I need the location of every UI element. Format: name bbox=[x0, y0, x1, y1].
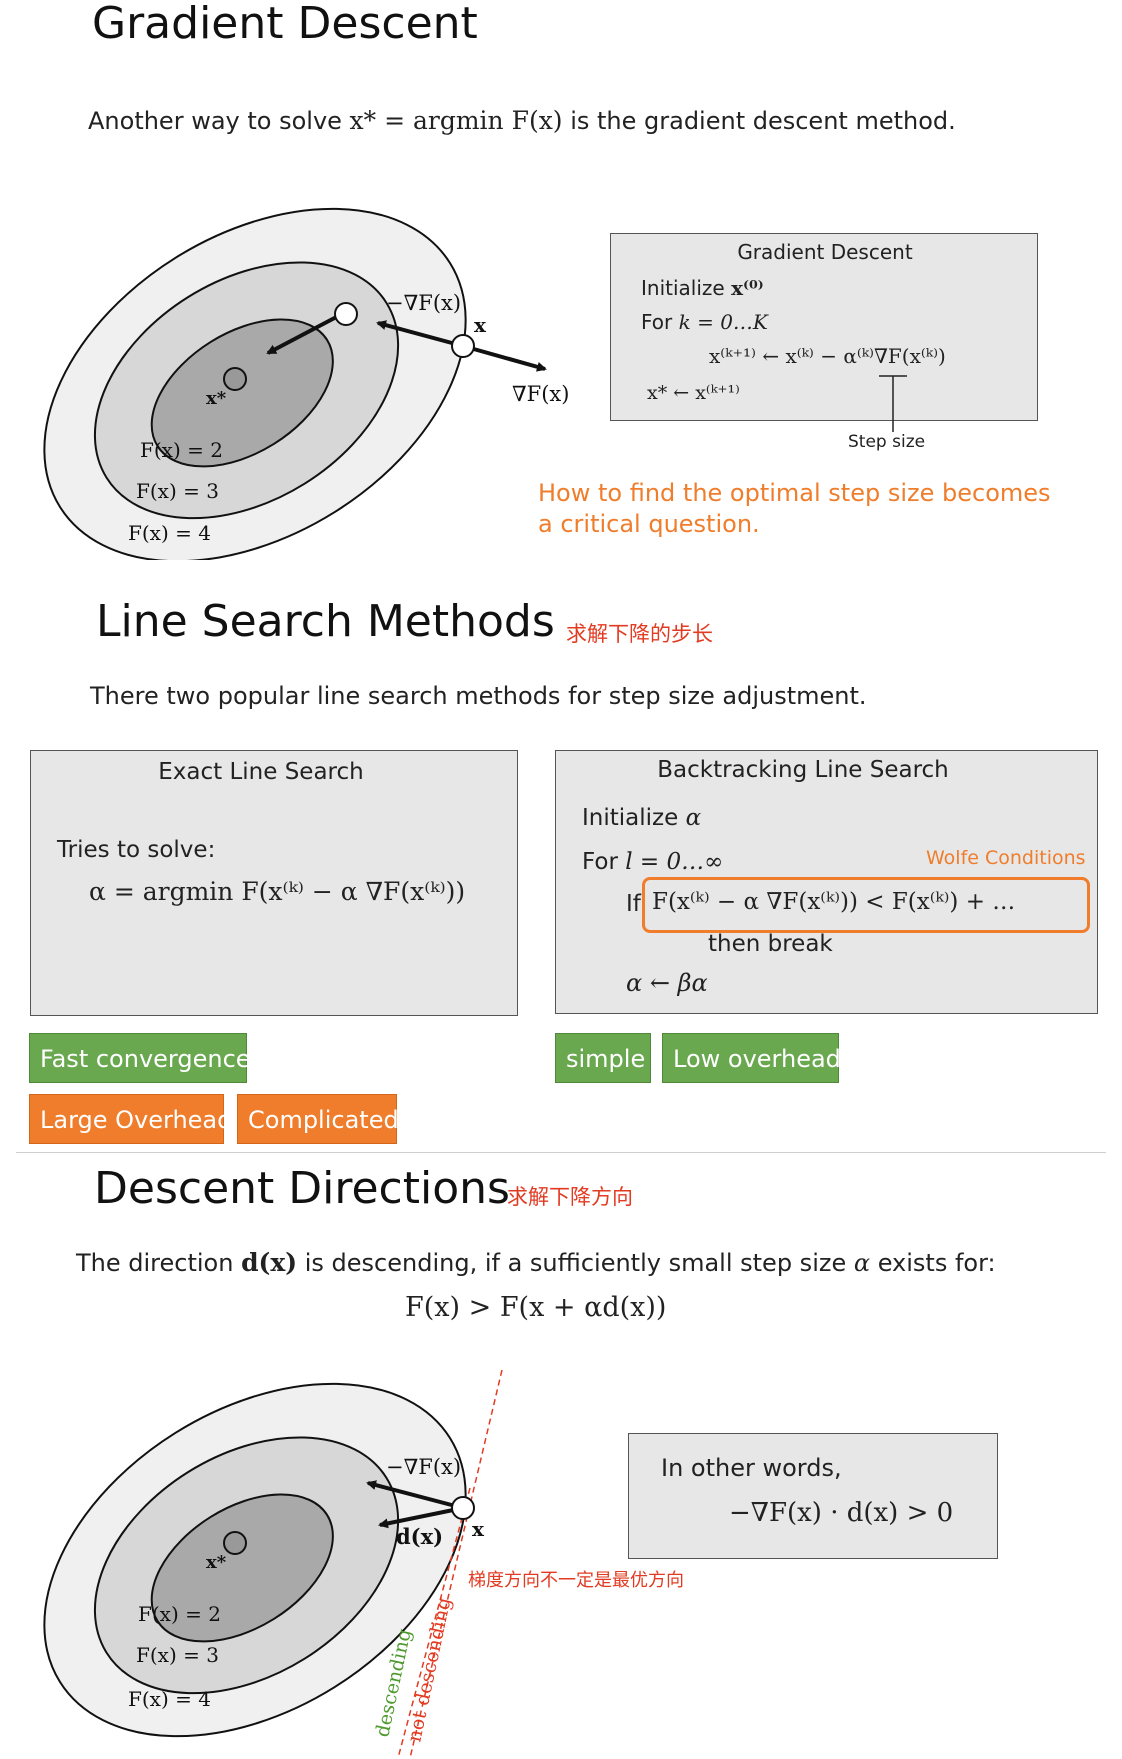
backtrack-title: Backtracking Line Search bbox=[657, 757, 949, 783]
boundary-line bbox=[397, 1487, 471, 1759]
dd-title: Descent Directions bbox=[94, 1163, 510, 1214]
gd-algo-line3: x⁽ᵏ⁺¹⁾ ← x⁽ᵏ⁾ − α⁽ᵏ⁾∇F(x⁽ᵏ⁾) bbox=[709, 344, 946, 368]
exact-tries: Tries to solve: bbox=[57, 837, 216, 863]
dd-label-c2: F(x) = 2 bbox=[138, 1602, 221, 1626]
dd-label-x: x bbox=[472, 1517, 485, 1541]
gd-contour-diagram: −∇F(x) x ∇F(x) x* F(x) = 2 F(x) = 3 F(x)… bbox=[43, 207, 569, 560]
dd-intro-mid: is descending, if a sufficiently small s… bbox=[297, 1249, 854, 1277]
dd-label-c4: F(x) = 4 bbox=[128, 1687, 211, 1711]
label-neg-grad: −∇F(x) bbox=[386, 291, 461, 315]
backtrack-init: Initialize α bbox=[582, 805, 701, 831]
grad-arrow bbox=[462, 344, 547, 372]
wolfe-condition-box bbox=[642, 877, 1090, 933]
label-xstar: x* bbox=[206, 388, 227, 409]
gd-algo-line2-math: k = 0…K bbox=[678, 310, 768, 334]
dd-intro-pre: The direction bbox=[76, 1249, 242, 1277]
minimum-point bbox=[223, 367, 247, 391]
other-words-box: In other words, −∇F(x) · d(x) > 0 bbox=[628, 1433, 998, 1559]
tag-low-overhead: Low overhead bbox=[662, 1033, 841, 1083]
dd-title-cn: 求解下降方向 bbox=[507, 1185, 633, 1209]
label-grad: ∇F(x) bbox=[512, 382, 569, 406]
gd-algo-line1-text: Initialize bbox=[641, 276, 732, 300]
dd-label-neg-grad: −∇F(x) bbox=[386, 1455, 461, 1479]
ls-intro: There two popular line search methods fo… bbox=[90, 682, 867, 710]
gd-algo-line2-text: For bbox=[641, 310, 679, 334]
step-size-pointer bbox=[879, 375, 907, 432]
label-x: x bbox=[474, 313, 487, 337]
dd-formula: F(x) > F(x + αd(x)) bbox=[405, 1292, 667, 1323]
dd-point-x bbox=[451, 1496, 475, 1520]
gd-algorithm-box: Gradient Descent Initialize x⁽⁰⁾ For k =… bbox=[610, 233, 1038, 432]
label-c4: F(x) = 4 bbox=[128, 521, 211, 545]
backtrack-if: If bbox=[626, 891, 641, 917]
dd-intro-post: exists for: bbox=[870, 1249, 996, 1277]
backtrack-then: then break bbox=[708, 931, 833, 957]
step-size-label: Step size bbox=[848, 432, 926, 452]
backtrack-for: For l = 0…∞ bbox=[582, 849, 723, 875]
gd-intro-post: is the gradient descent method. bbox=[562, 107, 956, 135]
section-divider bbox=[16, 1152, 1106, 1153]
point-x-inner bbox=[334, 302, 358, 326]
backtrack-update: α ← βα bbox=[626, 969, 708, 997]
dd-intro-d: d(x) bbox=[241, 1248, 298, 1277]
wolfe-label: Wolfe Conditions bbox=[926, 847, 1086, 869]
label-c2: F(x) = 2 bbox=[140, 438, 223, 462]
gd-intro-pre: Another way to solve bbox=[88, 107, 350, 135]
gd-algo-line2: For k = 0…K bbox=[641, 310, 768, 334]
tag-large-overhead: Large Overhead bbox=[29, 1094, 232, 1144]
dd-label-xstar: x* bbox=[206, 1552, 227, 1573]
dd-contour-2 bbox=[150, 1493, 334, 1643]
ls-title: Line Search Methods bbox=[96, 596, 555, 647]
gradient-note-cn: 梯度方向不一定是最优方向 bbox=[468, 1570, 684, 1591]
exact-title: Exact Line Search bbox=[158, 759, 364, 785]
dd-intro-alpha: α bbox=[853, 1249, 871, 1277]
direction-arrow bbox=[378, 1506, 464, 1529]
neg-grad-arrow bbox=[266, 311, 345, 355]
dd-intro: The direction d(x) is descending, if a s… bbox=[76, 1248, 996, 1277]
other-words-line2: −∇F(x) · d(x) > 0 bbox=[729, 1498, 954, 1528]
gd-intro-math: x* = argmin F(x) bbox=[349, 106, 563, 135]
point-x bbox=[451, 334, 475, 358]
gd-algo-line1: Initialize x⁽⁰⁾ bbox=[641, 276, 764, 300]
gd-algo-title: Gradient Descent bbox=[737, 240, 913, 264]
gd-algo-line4: x* ← x⁽ᵏ⁺¹⁾ bbox=[647, 382, 740, 404]
backtrack-for-math: l = 0…∞ bbox=[625, 849, 724, 875]
dd-contour-diagram: −∇F(x) d(x) x x* F(x) = 2 F(x) = 3 F(x) … bbox=[43, 1369, 503, 1759]
gd-algo-line1-math: x⁽⁰⁾ bbox=[731, 276, 764, 300]
contour-2 bbox=[150, 318, 334, 468]
other-words-line1: In other words, bbox=[661, 1454, 842, 1482]
exact-line-search-box: Exact Line Search Tries to solve: α = ar… bbox=[30, 750, 518, 1016]
dd-label-d: d(x) bbox=[396, 1524, 443, 1549]
dd-label-c3: F(x) = 3 bbox=[136, 1643, 219, 1667]
tag-simple: simple bbox=[555, 1033, 651, 1083]
backtrack-for-text: For bbox=[582, 849, 626, 875]
tag-complicated: Complicated bbox=[237, 1094, 399, 1144]
backtracking-box: Backtracking Line Search Initialize α Fo… bbox=[555, 750, 1098, 1014]
backtrack-condition: F(x⁽ᵏ⁾ − α ∇F(x⁽ᵏ⁾)) < F(x⁽ᵏ⁾) + … bbox=[652, 889, 1016, 915]
neg-grad-arrow-2 bbox=[376, 320, 464, 348]
gd-question: How to find the optimal step size become… bbox=[538, 479, 1051, 538]
tangent-line bbox=[409, 1369, 503, 1759]
exact-formula: α = argmin F(x⁽ᵏ⁾ − α ∇F(x⁽ᵏ⁾)) bbox=[89, 877, 466, 906]
gd-intro: Another way to solve x* = argmin F(x) is… bbox=[88, 106, 956, 135]
backtrack-init-text: Initialize bbox=[582, 805, 686, 831]
dd-minimum-point bbox=[223, 1531, 247, 1555]
backtrack-init-math: α bbox=[685, 805, 702, 831]
gd-title: Gradient Descent bbox=[92, 0, 478, 49]
ls-title-cn: 求解下降的步长 bbox=[566, 622, 713, 646]
tag-fast-convergence: Fast convergence bbox=[29, 1033, 251, 1083]
dd-neg-grad-arrow bbox=[366, 1480, 464, 1510]
label-c3: F(x) = 3 bbox=[136, 479, 219, 503]
